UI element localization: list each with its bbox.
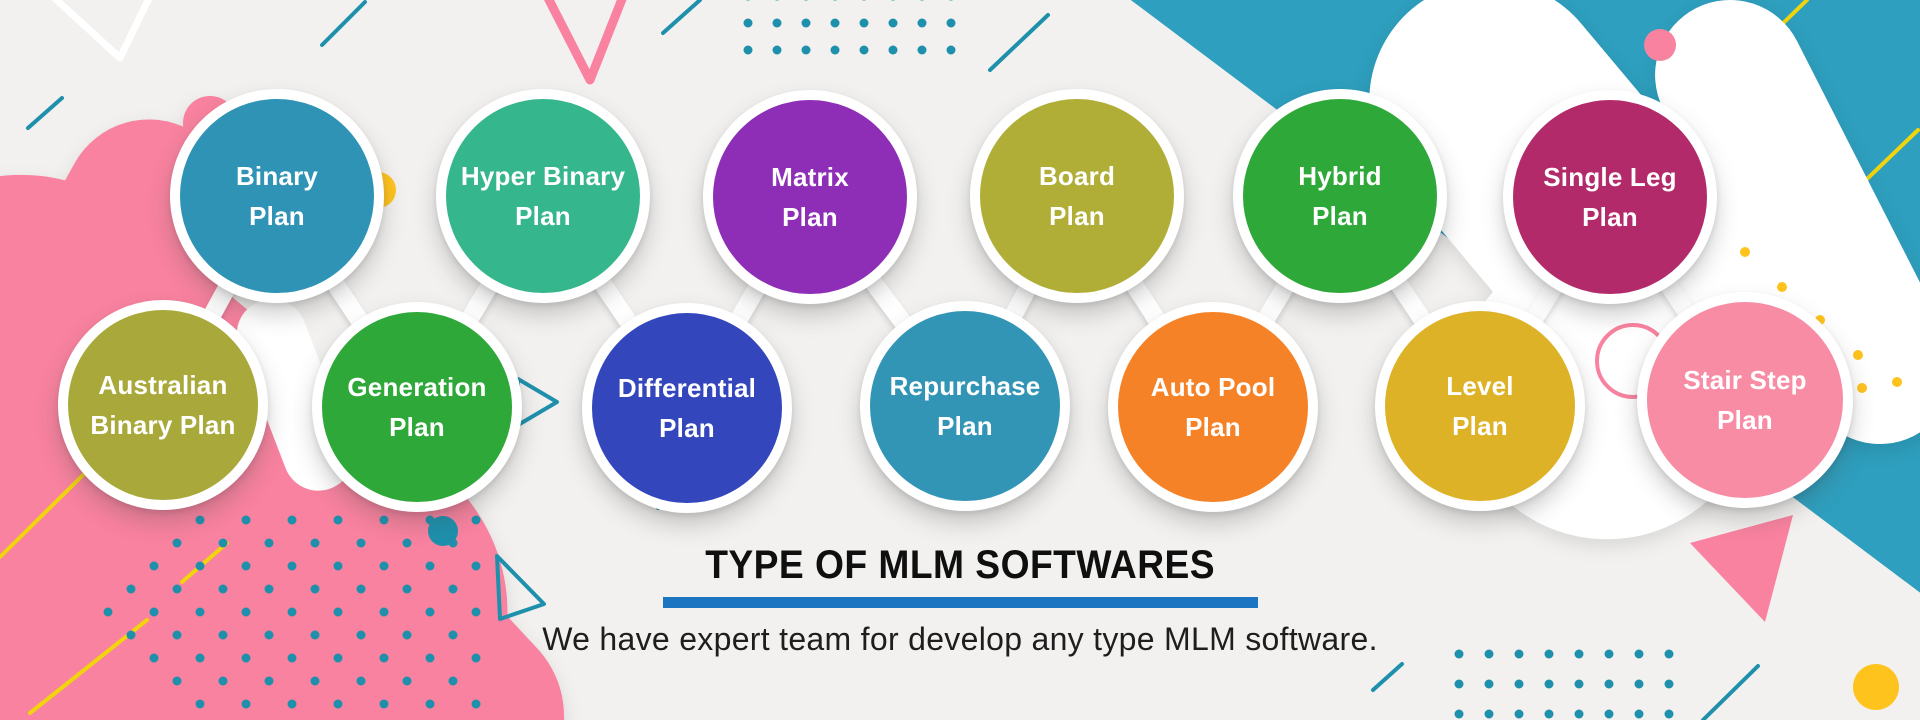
plan-label-line: Binary Plan <box>90 410 236 440</box>
dots-grid-top <box>743 0 956 55</box>
title-underline <box>662 597 1258 608</box>
pink-triangle <box>1690 515 1793 622</box>
plan-label-line: Generation <box>347 371 487 402</box>
plan-label-line: Plan <box>1185 412 1241 442</box>
plan-label-line: Plan <box>1049 201 1105 231</box>
dots-grid-bottom-right <box>1454 649 1674 719</box>
title-block: TYPE OF MLM SOFTWARES We have expert tea… <box>0 543 1920 658</box>
plan-label-line: Plan <box>389 412 445 442</box>
teal-diagonal-lines <box>26 0 1760 720</box>
plan-label-line: Plan <box>1582 202 1638 232</box>
plan-label-line: Level <box>1446 370 1514 401</box>
pink-dot-top-right <box>1644 29 1676 61</box>
dots-grid-on-pink <box>103 515 481 709</box>
plan-label-line: Binary <box>235 160 319 191</box>
page-title: TYPE OF MLM SOFTWARES <box>705 543 1215 587</box>
plan-label-line: Plan <box>249 201 305 231</box>
plan-label-line: Plan <box>1717 405 1773 435</box>
plan-label-line: Plan <box>1312 201 1368 231</box>
plan-label-line: Hyper Binary <box>460 160 626 191</box>
plan-label-line: Repurchase <box>889 370 1041 401</box>
plan-label-line: Single Leg <box>1543 161 1677 192</box>
yellow-dots <box>1740 247 1902 710</box>
yellow-circle-bottom-right <box>1853 664 1899 710</box>
plan-label-line: Hybrid <box>1298 160 1382 191</box>
plan-label-line: Differential <box>617 372 757 403</box>
plan-label-line: Board <box>1038 160 1116 191</box>
page-subtitle: We have expert team for develop any type… <box>542 621 1378 657</box>
plan-label-line: Plan <box>1452 411 1508 441</box>
teal-dot-large <box>428 516 458 546</box>
plan-label-line: Auto Pool <box>1150 371 1276 402</box>
plan-label-line: Plan <box>515 201 571 231</box>
white-triangle-outline <box>51 0 153 62</box>
plan-label-line: Plan <box>659 413 715 443</box>
plan-label-line: Plan <box>782 202 838 232</box>
plan-label-line: Australian <box>98 369 228 400</box>
pink-zigzag <box>544 0 627 85</box>
plan-label-line: Matrix <box>771 161 849 192</box>
plan-label-line: Stair Step <box>1683 364 1807 395</box>
plan-label-line: Plan <box>937 411 993 441</box>
